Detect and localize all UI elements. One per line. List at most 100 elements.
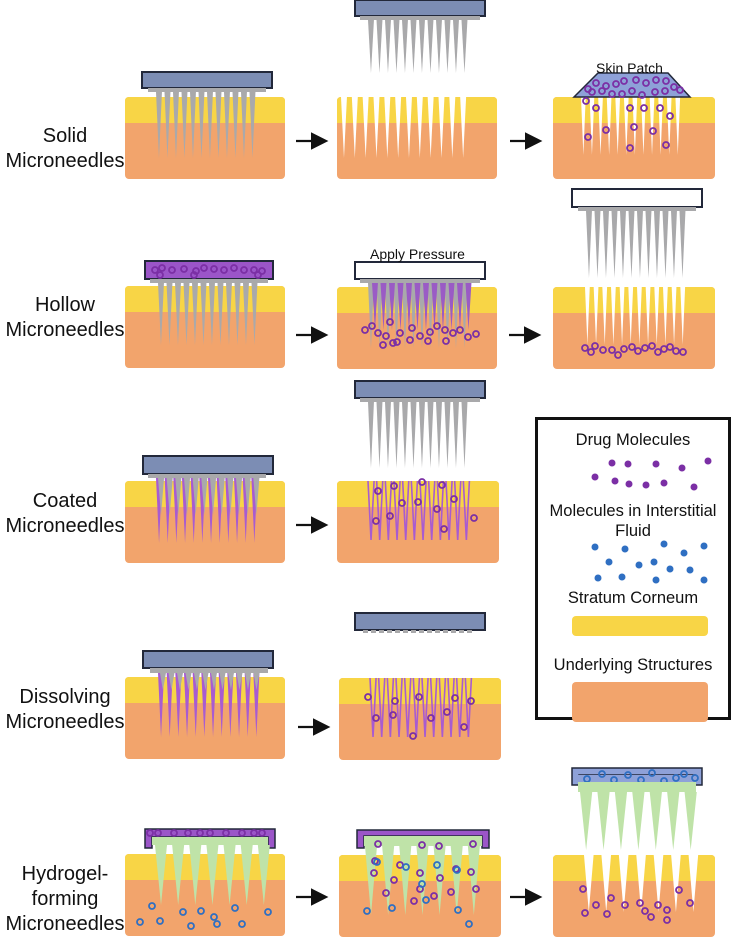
coated-needle <box>427 480 436 541</box>
drug-flow <box>406 283 412 330</box>
needle-stub <box>411 630 416 633</box>
drug-molecule <box>427 714 435 722</box>
microneedle <box>175 283 181 345</box>
drug-molecule <box>368 322 376 330</box>
legend-drug-dot <box>704 457 712 465</box>
dissolving-needle <box>166 673 173 737</box>
microneedle <box>232 92 239 158</box>
dissolving-needle <box>201 673 208 737</box>
legend-drug-dot <box>611 477 619 485</box>
needle-core <box>184 478 191 515</box>
hydrogel-base <box>578 782 696 792</box>
drug-molecule <box>442 337 450 345</box>
row-label-line: Microneedles <box>5 515 125 537</box>
needle-stub <box>363 630 368 633</box>
legend-drug-dot <box>642 481 650 489</box>
needle-core <box>158 478 165 515</box>
drug-molecule <box>382 332 390 340</box>
hydrogel-needle <box>632 792 645 850</box>
row-label-line: Hollow <box>34 294 96 316</box>
coated-needle <box>384 480 393 541</box>
drug-molecule <box>254 271 262 279</box>
microneedle <box>173 92 179 158</box>
microneedle <box>234 283 241 345</box>
needle-core <box>192 478 199 515</box>
needle-core <box>211 673 217 690</box>
drug-molecule <box>638 91 646 99</box>
drug-molecule <box>608 346 616 354</box>
microneedle <box>156 92 162 158</box>
caption-skin-patch: Skin Patch <box>596 60 663 76</box>
drug-molecule <box>626 104 634 112</box>
needle-base <box>578 207 696 211</box>
coated-needle <box>410 480 419 541</box>
hydrogel-needle <box>240 845 253 905</box>
microneedle <box>181 92 188 158</box>
microneedle <box>461 20 468 73</box>
legend-fluid-dot <box>650 558 658 566</box>
fluid-molecule <box>680 770 688 778</box>
needle-core <box>201 478 208 515</box>
row-label-coated: Coated Microneedles <box>0 489 130 539</box>
microneedle <box>402 283 408 348</box>
microchannel <box>406 97 412 158</box>
microchannel <box>427 97 434 158</box>
microneedle <box>183 283 190 345</box>
microchannel <box>598 97 603 155</box>
drug-molecule <box>361 326 369 334</box>
row-label-line: Dissolving <box>19 686 111 708</box>
drug-flow <box>397 283 404 330</box>
dissolving-needle <box>253 673 260 737</box>
legend-drug-dot <box>678 464 686 472</box>
drug-flow <box>465 283 472 330</box>
drug-molecule <box>386 512 394 520</box>
drug-molecule <box>456 326 464 334</box>
swollen-hydrogel-needle <box>467 846 480 915</box>
microchannel <box>584 855 594 912</box>
drug-molecule <box>146 829 154 837</box>
drug-molecule <box>389 339 397 347</box>
microneedle <box>603 211 609 278</box>
drug-molecule <box>398 499 406 507</box>
drug-molecule <box>406 336 414 344</box>
fluid-molecule <box>231 904 239 912</box>
drug-molecule <box>608 90 616 98</box>
microchannel <box>637 287 642 345</box>
drug-molecule <box>184 829 192 837</box>
drug-molecule <box>588 88 596 96</box>
coated-needle <box>462 480 471 541</box>
legend-drug-dot <box>591 473 599 481</box>
microneedle <box>671 211 677 278</box>
drug-molecule <box>648 342 656 350</box>
drug-molecule <box>602 82 610 90</box>
microneedle <box>224 92 230 158</box>
microneedle <box>376 283 383 348</box>
drug-molecule <box>469 840 477 848</box>
drug-flow <box>380 283 387 330</box>
needle-base <box>150 668 268 673</box>
drug-molecule <box>663 906 671 914</box>
fluid-molecule <box>465 920 473 928</box>
coated-needle <box>421 677 429 738</box>
drug-flow <box>389 283 395 330</box>
coated-needle <box>377 677 386 738</box>
drug-molecule <box>587 348 595 356</box>
drug-molecule <box>154 829 162 837</box>
microneedle <box>402 20 408 73</box>
microchannel <box>615 97 621 155</box>
needle-core <box>236 478 243 515</box>
hydrogel-needle <box>667 792 680 850</box>
legend-fluid-dot <box>652 576 660 584</box>
drug-molecule <box>440 525 448 533</box>
drug-molecule <box>393 338 401 346</box>
microneedle <box>453 402 459 468</box>
fluid-molecule <box>197 907 205 915</box>
drug-molecule <box>408 324 416 332</box>
microneedle <box>192 283 198 345</box>
drug-molecule <box>602 126 610 134</box>
needle-core <box>177 673 183 690</box>
legend-fluid-dot <box>635 561 643 569</box>
drug-molecule <box>675 886 683 894</box>
fluid-molecule <box>156 917 164 925</box>
microneedle <box>190 92 196 158</box>
